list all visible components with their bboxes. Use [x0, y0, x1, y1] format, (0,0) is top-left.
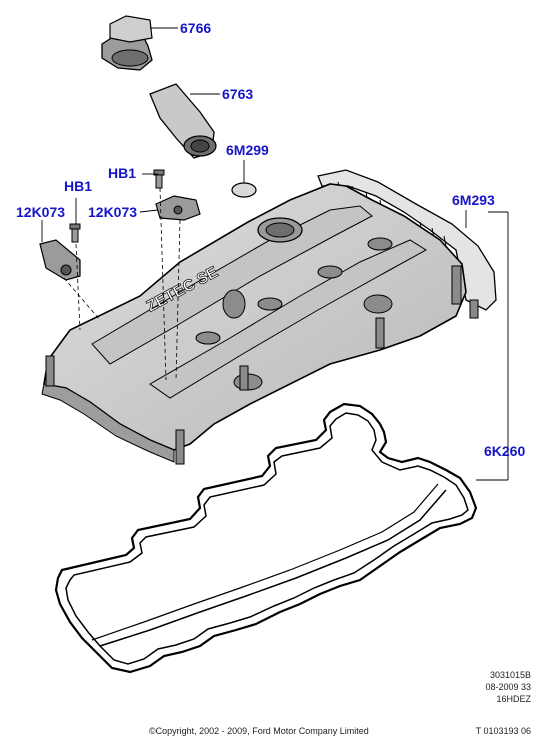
breather-tube	[149, 83, 217, 159]
leader-lines	[41, 27, 509, 481]
label-hb1-left: HB1	[64, 178, 92, 194]
label-6763: 6763	[222, 86, 253, 102]
reference-code: 3031015B	[489, 670, 531, 680]
plug-6m299	[231, 182, 257, 198]
cam-cover: ZETEC SE	[41, 183, 479, 465]
label-12k073-mid: 12K073	[88, 204, 137, 220]
reference-block: 3031015B 08-2009 33 16HDEZ	[381, 669, 531, 705]
assembly-lines	[63, 187, 181, 381]
reference-number: T 0103193 06	[475, 726, 531, 736]
cam-cover-gasket	[54, 402, 478, 674]
label-6k260: 6K260	[484, 443, 525, 459]
reference-engine: 16HDEZ	[496, 694, 531, 704]
label-hb1-top: HB1	[108, 165, 136, 181]
bolt-hb1-top	[153, 169, 165, 189]
label-6m299: 6M299	[226, 142, 269, 158]
label-6m293: 6M293	[452, 192, 495, 208]
reference-date: 08-2009 33	[485, 682, 531, 692]
camshaft-sensor-left	[39, 239, 81, 281]
copyright-notice: ©Copyright, 2002 - 2009, Ford Motor Comp…	[149, 726, 369, 736]
label-12k073-left: 12K073	[16, 204, 65, 220]
camshaft-sensor-mid	[155, 195, 201, 221]
oil-filler-cap	[101, 15, 153, 71]
label-6766: 6766	[180, 20, 211, 36]
bolt-hb1-left	[69, 223, 81, 243]
